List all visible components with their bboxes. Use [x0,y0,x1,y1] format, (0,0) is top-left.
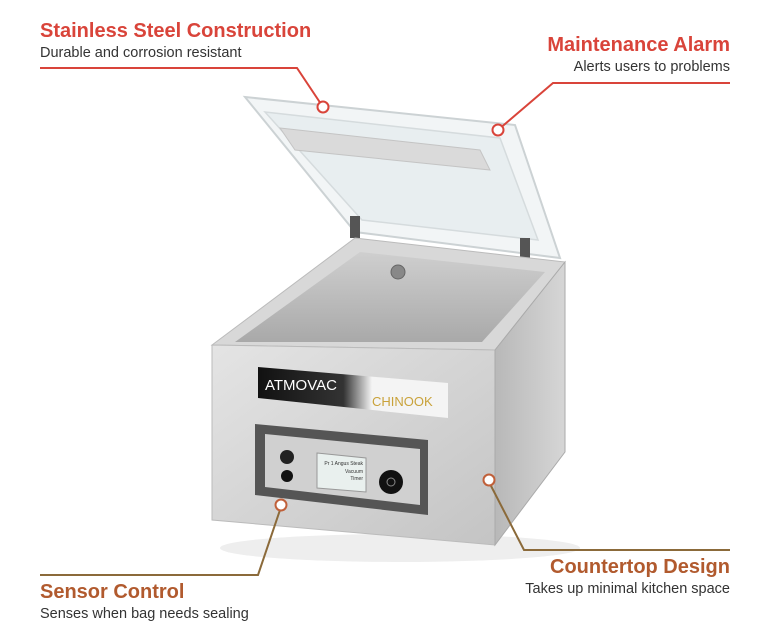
brand-logo: ATMOVAC [265,377,337,394]
display-line: Vacuum [345,469,363,475]
display-line: Pr 1 Angus Steak [324,461,363,467]
callout-subtitle: Alerts users to problems [573,59,730,75]
shadow [220,534,580,562]
callout-marker [274,498,288,512]
hinge [350,216,360,238]
display-line: Timer [350,476,363,482]
callout-subtitle: Takes up minimal kitchen space [525,581,730,597]
knob[interactable] [280,450,294,464]
stop-button[interactable] [281,470,293,482]
model-logo: CHINOOK [372,394,433,409]
callout-marker [491,123,505,137]
brand-strip [258,367,448,418]
lcd-display [316,452,367,493]
lid [242,95,562,260]
callout-line [497,82,730,131]
callout-line [488,481,730,551]
navigation-pad[interactable] [379,470,403,494]
vacuum-chamber [235,252,545,342]
callout-title: Maintenance Alarm [547,34,730,56]
hinge [520,238,530,260]
callout-line [40,67,324,108]
callout-marker [316,100,330,114]
callout-subtitle: Durable and corrosion resistant [40,45,242,61]
callout-marker [482,473,496,487]
callout-title: Sensor Control [40,581,185,603]
callout-title: Countertop Design [550,556,730,578]
callout-title: Stainless Steel Construction [40,20,312,42]
callout-line [40,506,282,576]
callout-subtitle: Senses when bag needs sealing [40,606,249,622]
